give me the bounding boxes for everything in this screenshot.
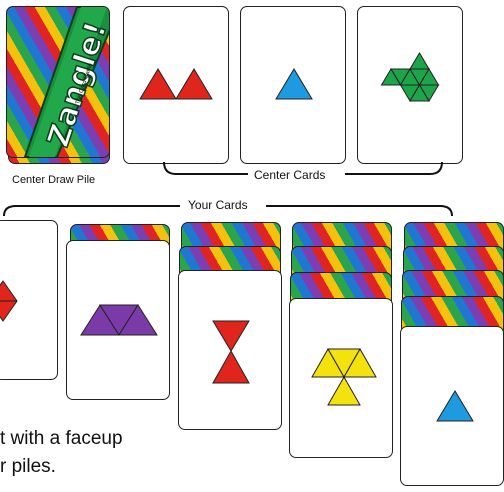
- your-card-stack-5[interactable]: [400, 326, 504, 486]
- yellow-triangle-cluster-icon: [290, 299, 394, 459]
- instruction-line-2: r piles.: [0, 456, 56, 478]
- center-card-1[interactable]: [123, 6, 229, 164]
- your-card-stack-4[interactable]: [289, 298, 393, 458]
- red-diamond-icon: [0, 221, 59, 381]
- your-card-stack-2[interactable]: [66, 240, 170, 400]
- center-card-3[interactable]: [357, 6, 463, 164]
- blue-triangle-icon: [241, 7, 347, 165]
- your-card-stack-1[interactable]: [0, 220, 58, 380]
- two-red-triangles-icon: [124, 7, 230, 165]
- draw-pile-top-card[interactable]: Zangle! The Card Game: [6, 6, 110, 158]
- your-cards-label: Your Cards: [188, 198, 248, 212]
- red-hourglass-icon: [179, 271, 283, 431]
- center-draw-pile[interactable]: Zangle! The Card Game: [6, 6, 114, 166]
- center-cards-label: Center Cards: [254, 168, 325, 182]
- your-cards-bracket: [0, 196, 504, 220]
- blue-triangle-icon: [401, 327, 504, 487]
- purple-trapezoid-icon: [67, 241, 171, 401]
- instruction-line-1: t with a faceup: [0, 428, 123, 450]
- center-draw-pile-label: Center Draw Pile: [12, 174, 95, 186]
- center-card-2[interactable]: [240, 6, 346, 164]
- your-card-stack-3[interactable]: [178, 270, 282, 430]
- green-hexagon-icon: [358, 7, 464, 165]
